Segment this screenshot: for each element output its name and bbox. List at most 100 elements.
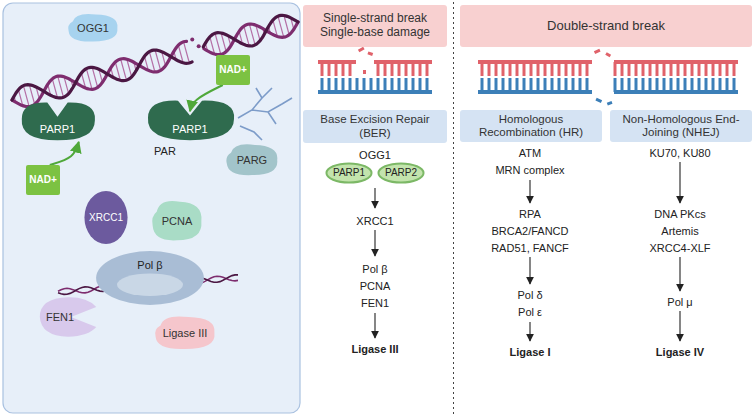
protein-name: MRN complex [495, 163, 564, 177]
helix-strand [204, 22, 298, 55]
polymerase-ring: Pol β [95, 250, 205, 306]
base [509, 78, 512, 92]
protein-name: Pol δ [517, 288, 542, 302]
base [495, 78, 498, 92]
flow-arrow [374, 230, 375, 256]
base [733, 78, 736, 92]
base [328, 62, 331, 76]
node-text: XRCC1 [89, 212, 123, 224]
node-text: Base Excision Repair (BER) [307, 113, 443, 139]
node-text: NAD+ [219, 64, 247, 76]
protein-name: Artemis [661, 224, 698, 238]
base [412, 62, 415, 76]
base [412, 78, 415, 92]
base [391, 78, 394, 92]
base [335, 62, 338, 76]
base-pair [184, 42, 190, 63]
protein-blob: PARG [222, 142, 282, 178]
node-text: PARP2 [385, 167, 417, 179]
base [565, 78, 568, 92]
node-text: Pol β [137, 259, 162, 272]
base-pair [86, 69, 92, 90]
helix-strand [12, 50, 192, 100]
shape-fill [326, 163, 371, 182]
left-panel [3, 3, 300, 413]
base [495, 62, 498, 76]
base-pair [278, 16, 284, 37]
base [335, 78, 338, 92]
protein-name: XRCC4-XLF [649, 241, 710, 255]
base [579, 78, 582, 92]
base [684, 62, 687, 76]
node-text: PCNA [162, 215, 193, 228]
base-pair [58, 76, 64, 97]
base [621, 78, 624, 92]
chain-label: PAR [154, 144, 176, 158]
strand-fragment [197, 44, 201, 48]
backbone [614, 60, 738, 64]
base [342, 78, 345, 92]
flow-arrow [374, 313, 375, 338]
parp-enzyme: PARP1 [140, 98, 240, 142]
node-text: PARP1 [172, 123, 207, 136]
base [377, 62, 380, 76]
shape-fill [68, 14, 117, 41]
parp-enzyme: PARP1 [15, 100, 100, 142]
base [733, 62, 736, 76]
base [698, 62, 701, 76]
backbone [478, 90, 592, 94]
node-text: PARG [237, 154, 267, 167]
shape-fill [22, 102, 95, 140]
ligase-name: Ligase IV [656, 345, 704, 359]
protein-name: ATM [519, 146, 541, 160]
base [398, 62, 401, 76]
protein-name: XRCC1 [356, 214, 393, 228]
strand-fragment [190, 38, 194, 42]
enzyme-oval: PARP1 [326, 163, 372, 183]
backbone [318, 60, 356, 64]
base [544, 78, 547, 92]
protein-blob: PCNA [148, 198, 206, 244]
dna-fragment [605, 52, 611, 57]
protein-name: BRCA2/FANCD [491, 224, 568, 238]
base [516, 62, 519, 76]
base [551, 78, 554, 92]
base [628, 78, 631, 92]
flow-arrow [679, 257, 680, 291]
base [384, 78, 387, 92]
base [726, 78, 729, 92]
damage-header: Single-strand break Single-base damage [303, 5, 447, 47]
parp-enzyme-outline [15, 100, 100, 142]
shape-fill [155, 316, 214, 349]
ring-hole [117, 274, 183, 296]
base [488, 78, 491, 92]
base [398, 78, 401, 92]
flow-arrow [529, 322, 530, 341]
protein-name: RAD51, FANCF [491, 241, 569, 255]
cofactor-box: NAD+ [26, 165, 60, 195]
base [537, 78, 540, 92]
base [712, 78, 715, 92]
base [642, 62, 645, 76]
dna-fragment [607, 101, 613, 106]
base [349, 78, 352, 92]
base [391, 62, 394, 76]
dna-fragment [358, 47, 365, 53]
base [677, 62, 680, 76]
base-pair [92, 67, 97, 87]
dna-fragment [594, 49, 601, 54]
flow-arrow [529, 257, 530, 284]
base [691, 78, 694, 92]
node-text: PARP1 [40, 123, 75, 136]
node-text: Ligase III [163, 327, 208, 340]
base [691, 62, 694, 76]
base [628, 62, 631, 76]
dna-fragment [363, 70, 366, 74]
protein-name: DNA PKcs [654, 207, 705, 221]
base [635, 78, 638, 92]
base [586, 62, 589, 76]
base-pair [244, 26, 249, 46]
protein-blob: Ligase III [150, 314, 220, 352]
pathway-box: Homologous Recombination (HR) [460, 110, 602, 142]
base [551, 62, 554, 76]
